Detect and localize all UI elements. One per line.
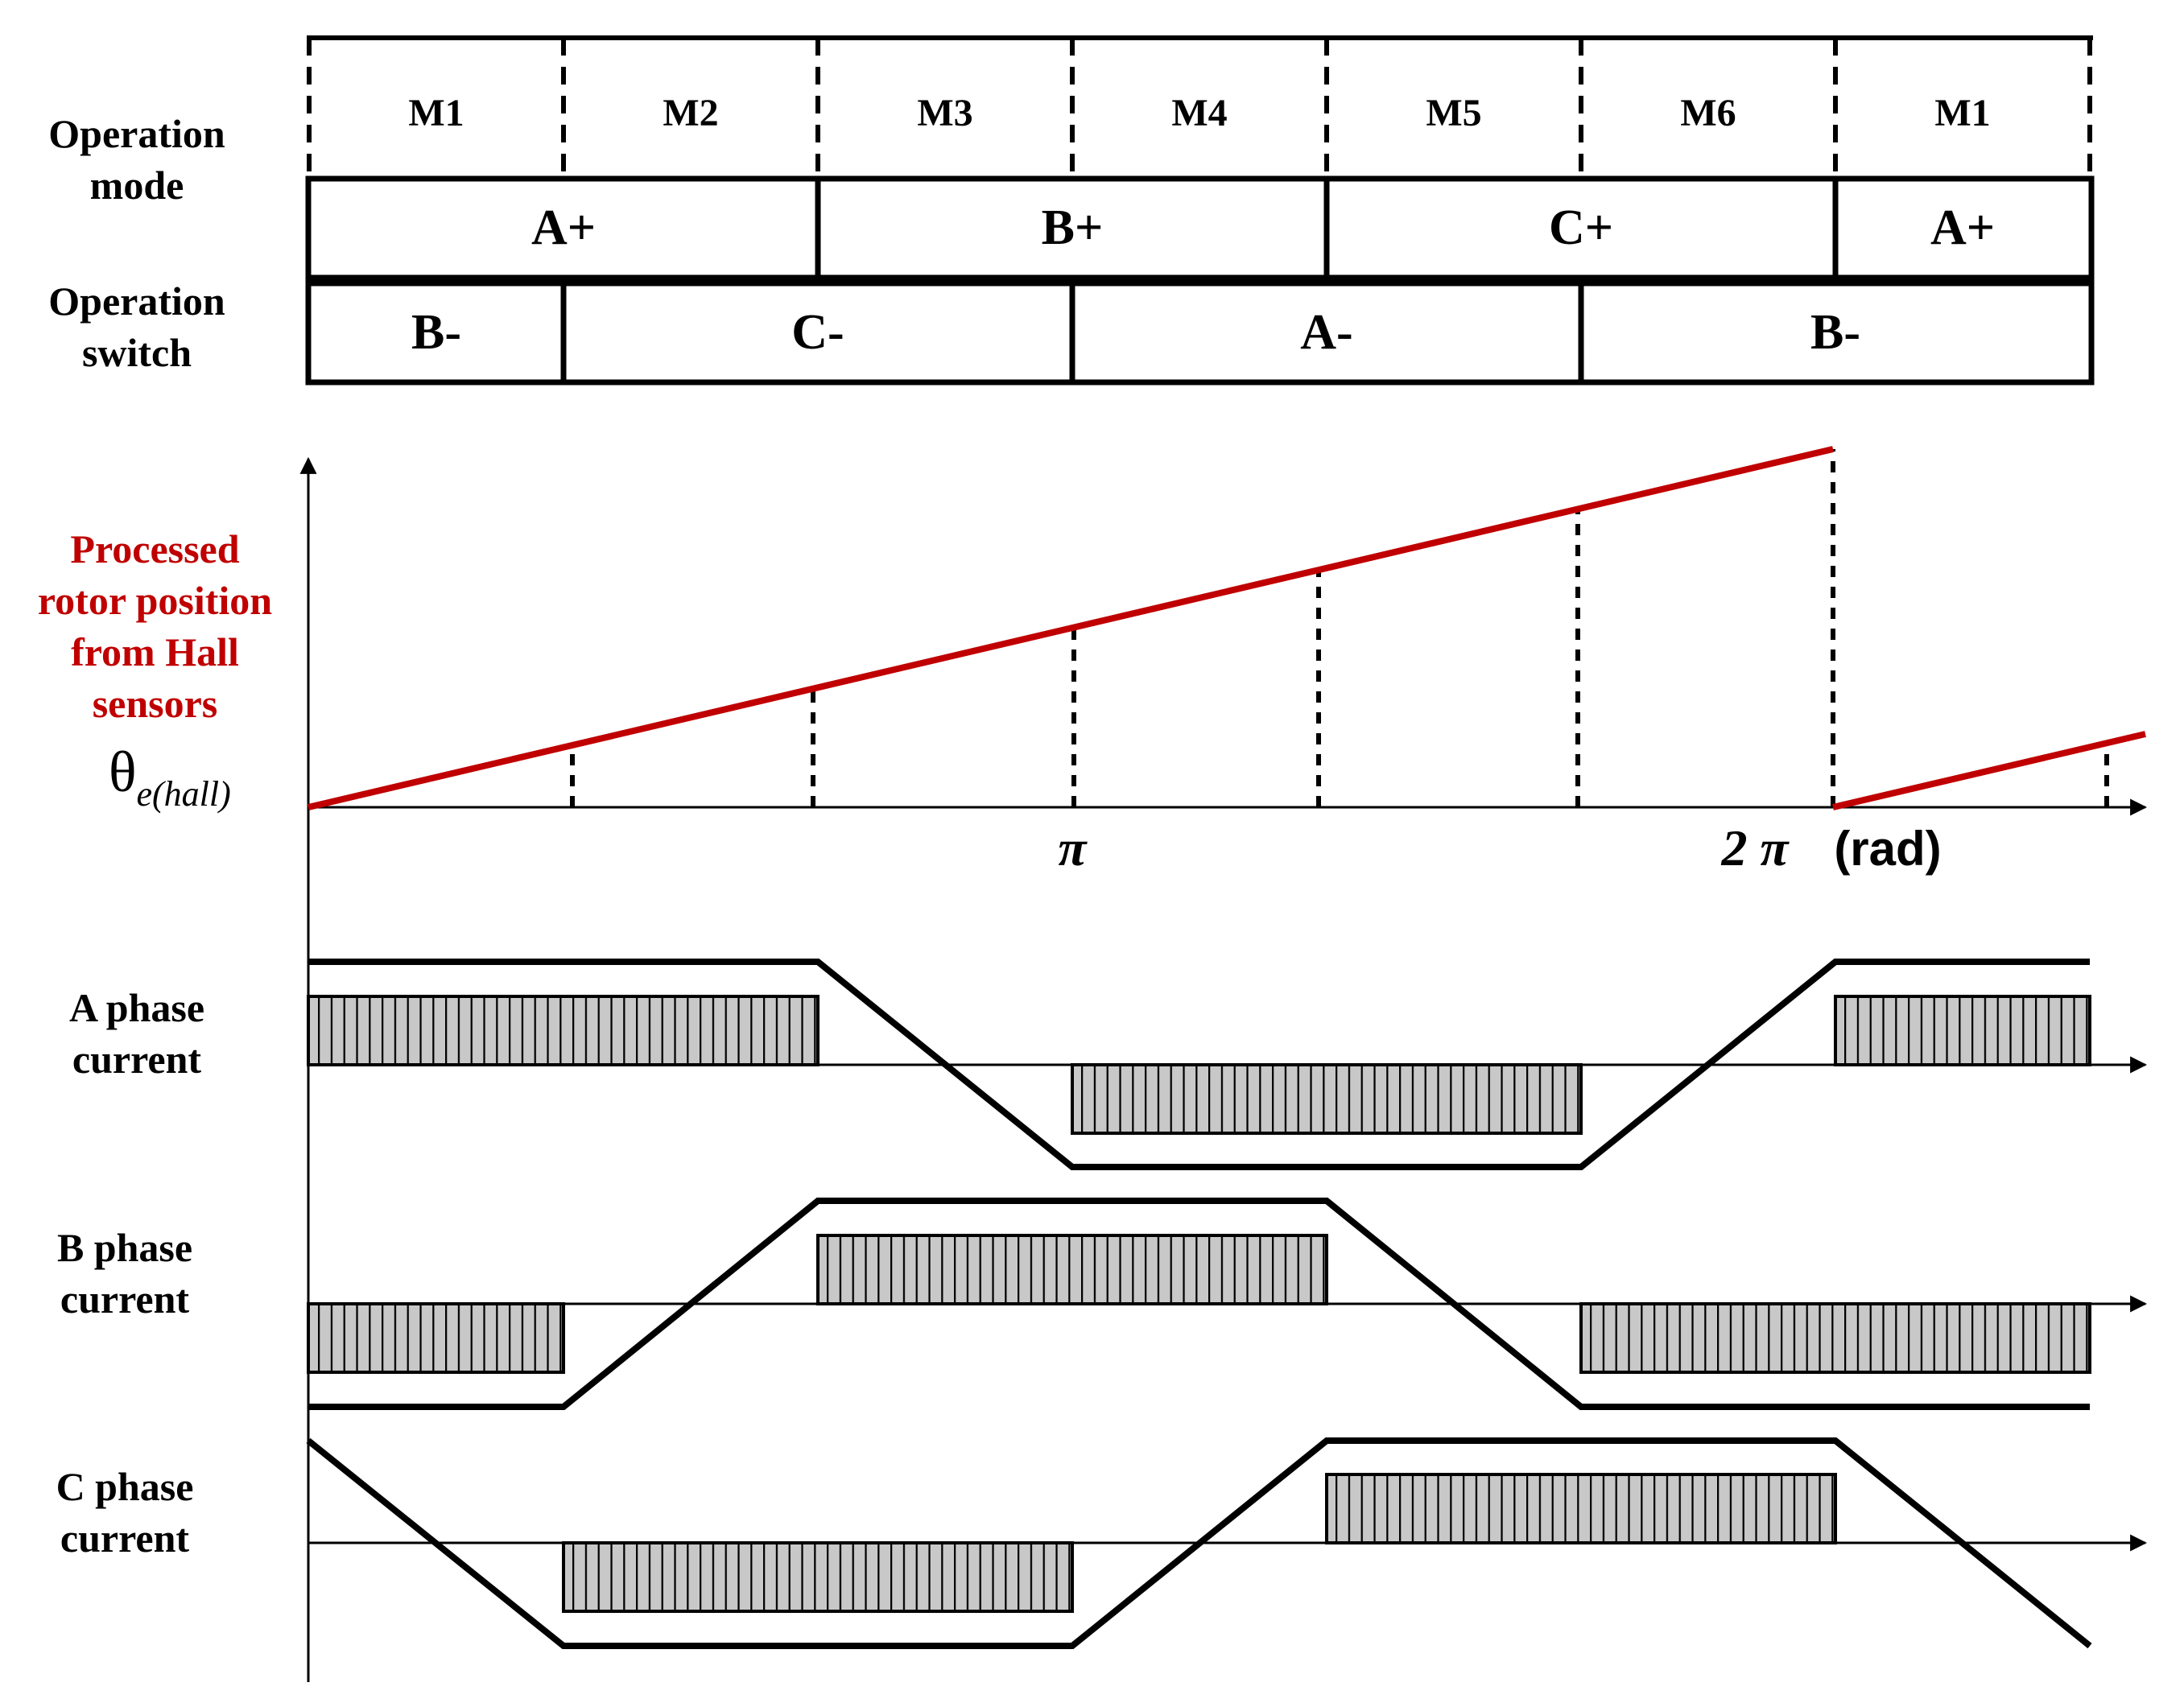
b-phase-plot xyxy=(307,1198,2148,1410)
lower-switch-label: B- xyxy=(1810,305,1860,360)
position-dropdown-lines xyxy=(570,449,2109,807)
pi-label: π xyxy=(1059,819,1088,876)
lower-switch-row: B- C- A- B- xyxy=(305,280,2095,386)
c-phase-label: C phase current xyxy=(56,1464,194,1561)
b-phase-negative-bar xyxy=(307,1302,565,1374)
position-ramp-next xyxy=(1832,731,2146,810)
mode-dividers xyxy=(307,38,2092,177)
lower-switch-label: B- xyxy=(411,305,461,360)
upper-switch-label: A+ xyxy=(1930,200,1995,255)
operation-switch-label: Operation switch xyxy=(48,278,225,375)
a-phase-positive-bar xyxy=(1834,995,2091,1066)
b-phase-negative-bar xyxy=(1579,1302,2091,1374)
unit-label: (rad) xyxy=(1834,822,1941,876)
mode-label: M1 xyxy=(408,92,464,134)
a-phase-plot xyxy=(307,959,2148,1170)
lower-switch-label: C- xyxy=(791,305,844,360)
c-phase-plot xyxy=(306,1437,2148,1649)
b-phase-trapezoid xyxy=(308,1198,2090,1410)
upper-switch-box xyxy=(305,175,2095,281)
mode-label: M1 xyxy=(1934,92,1990,134)
upper-switch-label: B+ xyxy=(1042,200,1104,255)
upper-switch-row: A+ B+ C+ A+ xyxy=(305,175,2095,281)
b-phase-positive-bar xyxy=(816,1234,1328,1305)
operation-mode-header: M1 M2 M3 M4 M5 M6 M1 xyxy=(307,35,2093,177)
mode-label: M2 xyxy=(663,92,718,134)
mode-label: M4 xyxy=(1171,92,1227,134)
operation-mode-label: Operation mode xyxy=(48,111,225,208)
two-pi-label: 2 π xyxy=(1721,819,1790,876)
a-phase-positive-bar xyxy=(307,995,820,1066)
upper-switch-label: A+ xyxy=(531,200,596,255)
c-phase-positive-bar xyxy=(1325,1473,1837,1544)
b-phase-label: B phase current xyxy=(56,1225,193,1322)
upper-switch-label: C+ xyxy=(1549,200,1613,255)
a-phase-label: A phase current xyxy=(68,985,205,1082)
c-phase-negative-bar xyxy=(562,1541,1074,1613)
mode-label: M3 xyxy=(917,92,972,134)
lower-switch-label: A- xyxy=(1300,305,1352,360)
mode-label: M6 xyxy=(1680,92,1736,134)
a-phase-trapezoid xyxy=(308,959,2090,1170)
lower-switch-box xyxy=(305,280,2095,386)
theta-hall-symbol: θe(hall) xyxy=(109,740,231,814)
rotor-position-plot: π 2 π (rad) xyxy=(308,446,2148,876)
position-ramp xyxy=(308,446,1834,810)
a-phase-negative-bar xyxy=(1071,1063,1583,1135)
rotor-position-label: Processed rotor position from Hall senso… xyxy=(37,526,273,726)
mode-label: M5 xyxy=(1426,92,1481,134)
c-phase-trapezoid xyxy=(306,1437,2092,1649)
